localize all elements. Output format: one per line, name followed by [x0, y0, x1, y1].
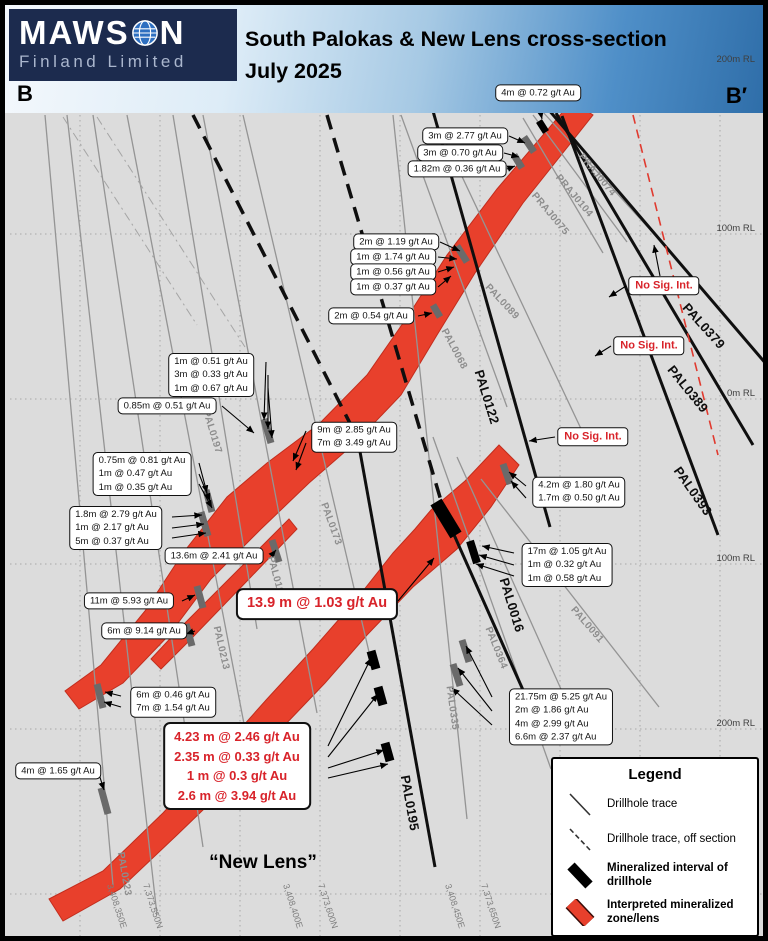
- offsection-bold-traces: [191, 114, 449, 522]
- legend-item-label: Interpreted mineralized zone/lens: [607, 898, 734, 926]
- logo-wordmark: MAWS N: [19, 16, 227, 49]
- bold-drillhole-traces: [355, 108, 763, 868]
- red-dashed-trace: [632, 114, 719, 456]
- no-sig-int-callout: No Sig. Int.: [557, 427, 629, 447]
- callout-arrows: [97, 100, 661, 791]
- no-sig-int-callout: No Sig. Int.: [628, 276, 700, 296]
- section-marker-left: B: [17, 81, 33, 106]
- legend-title: Legend: [628, 766, 682, 783]
- figure-title: South Palokas & New Lens cross-section J…: [245, 23, 667, 88]
- legend-item-label: Drillhole trace, off section: [607, 833, 736, 846]
- figure-title-line1: South Palokas & New Lens cross-section: [245, 27, 667, 51]
- assay-callout: 4m @ 1.65 g/t Au: [15, 762, 101, 780]
- globe-icon: [131, 19, 158, 46]
- elevation-label: 100m RL: [716, 553, 755, 564]
- legend-item-label: Mineralized interval of drillhole: [607, 862, 728, 889]
- elevation-label: 100m RL: [716, 223, 755, 234]
- assay-callout: 0.85m @ 0.51 g/t Au: [117, 397, 217, 415]
- header-band: MAWS N Finland Limited South Palokas & N…: [5, 5, 763, 113]
- black-interval-markers: [366, 119, 549, 763]
- elevation-label: 200m RL: [716, 54, 755, 65]
- drillhole-trace-offsection-icon: [569, 828, 591, 851]
- assay-callout: 11m @ 5.93 g/t Au: [83, 592, 175, 610]
- legend-item-offsection-trace: Drillhole trace, off section: [563, 826, 747, 853]
- assay-callout: 4m @ 0.72 g/t Au: [495, 84, 581, 102]
- elevation-label: 0m RL: [727, 388, 755, 399]
- company-logo: MAWS N Finland Limited: [9, 9, 237, 81]
- figure-title-line2: July 2025: [245, 59, 342, 84]
- assay-callout: 1.82m @ 0.36 g/t Au: [407, 160, 507, 178]
- mineralized-zone-icon: [565, 898, 595, 926]
- logo-text-pre: MAWS: [19, 14, 130, 51]
- mineralized-interval-icon: [567, 862, 593, 889]
- assay-callout: 13.6m @ 2.41 g/t Au: [164, 547, 264, 565]
- assay-callout: 3m @ 0.70 g/t Au: [417, 144, 503, 162]
- assay-callout: 1m @ 0.37 g/t Au: [350, 278, 436, 296]
- new-lens-label: “New Lens”: [209, 852, 317, 873]
- assay-callout: 3m @ 2.77 g/t Au: [422, 127, 508, 145]
- legend: Legend Drillhole trace Drillhole trace, …: [551, 757, 759, 936]
- legend-item-label: Drillhole trace: [607, 798, 678, 811]
- no-sig-int-callout: No Sig. Int.: [613, 336, 685, 356]
- mineralized-zone-new-lens: [48, 444, 520, 922]
- logo-text-post: N: [159, 14, 186, 51]
- legend-item-mineralized-zone: Interpreted mineralized zone/lens: [563, 898, 747, 927]
- logo-subtitle: Finland Limited: [19, 52, 187, 71]
- assay-callout: 2m @ 0.54 g/t Au: [328, 307, 414, 325]
- section-marker-right: B′: [725, 83, 747, 108]
- legend-item-mineralized-interval: Mineralized interval of drillhole: [563, 861, 747, 890]
- highlight-assay-callout: 13.9 m @ 1.03 g/t Au: [235, 588, 399, 620]
- gray-offsection-traces: [62, 116, 246, 348]
- assay-callout: 6m @ 9.14 g/t Au: [101, 622, 187, 640]
- drillhole-trace-icon: [569, 793, 591, 816]
- legend-item-drillhole-trace: Drillhole trace: [563, 791, 747, 818]
- elevation-label: 200m RL: [716, 718, 755, 729]
